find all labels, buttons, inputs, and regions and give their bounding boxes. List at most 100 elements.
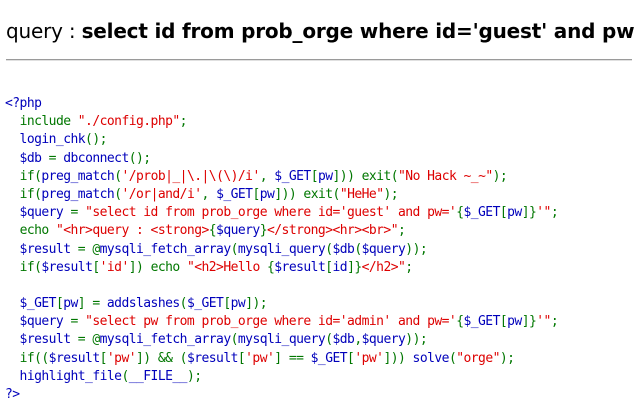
code-token: , [201, 186, 217, 202]
code-token: $result [186, 350, 238, 366]
code-token [5, 169, 20, 184]
code-line: $query = "select pw from prob_orge where… [5, 313, 559, 331]
code-token: ]) && ( [136, 350, 187, 366]
code-line: $db = dbconnect(); [5, 150, 558, 168]
code-token: pw [63, 296, 78, 312]
code-token: 'pw' [106, 350, 137, 366]
code-token: ( [230, 241, 239, 257]
code-token: '/prob|_|\.|\(\)/i' [121, 168, 260, 184]
code-token: '" [536, 314, 551, 330]
code-line: login_chk(); [5, 131, 558, 149]
code-token: ])) exit( [274, 186, 340, 202]
code-token: $result [48, 350, 100, 366]
code-token: preg_match [41, 186, 115, 202]
code-token: (); [85, 132, 107, 148]
code-token: pw [507, 205, 522, 221]
code-token: [ [347, 350, 355, 366]
code-token: if( [19, 168, 42, 184]
code-token: $db [332, 241, 355, 257]
code-token: $result [5, 332, 78, 348]
code-token: $result [5, 241, 78, 257]
code-token: $query [5, 314, 71, 330]
code-token: 'pw' [245, 350, 275, 366]
code-token: $_GET [186, 296, 224, 312]
query-text: select id from prob_orge where id='guest… [81, 19, 635, 43]
code-token: ]) echo [128, 259, 187, 275]
code-token: mysqli_fetch_array [99, 241, 232, 257]
code-token: mysqli_query [237, 332, 326, 348]
code-token: $db [332, 332, 355, 348]
code-token: = [48, 150, 64, 166]
code-token: echo [19, 223, 56, 239]
code-token: $result [274, 259, 326, 275]
code-token: preg_match [41, 168, 115, 184]
code-token [5, 223, 20, 238]
code-token: = @ [77, 241, 100, 257]
code-token: $query [5, 205, 71, 221]
code-token: pw [259, 186, 275, 202]
code-token: login_chk [5, 132, 86, 148]
code-token: if(( [19, 350, 50, 366]
code-token: [ [223, 296, 231, 312]
code-line: $result = @mysqli_fetch_array(mysqli_que… [5, 241, 558, 259]
code-token: ])) [383, 350, 413, 366]
code-token: ); [492, 168, 508, 184]
code-token: ?> [5, 387, 20, 402]
code-token: ; [179, 114, 188, 130]
code-token: { [456, 314, 464, 330]
highlighted-source-code: <?php include "./config.php"; login_chk(… [5, 95, 559, 404]
code-token: $query [361, 332, 406, 348]
code-token: pw [230, 296, 246, 312]
code-token: { [208, 223, 217, 239]
code-token: 'pw' [354, 350, 384, 366]
code-token: ); [499, 350, 515, 366]
code-token: "<hr>query : <strong> [55, 223, 209, 239]
code-token [5, 260, 20, 275]
code-token: solve [412, 350, 450, 366]
code-token: id [332, 259, 348, 275]
code-token: $_GET [216, 186, 253, 202]
code-token: = @ [77, 332, 100, 348]
code-token: { [267, 259, 275, 275]
code-token: "HeHe" [339, 186, 384, 202]
code-line: if(preg_match('/prob|_|\.|\(\)/i', $_GET… [5, 168, 558, 186]
code-token: ])) exit( [332, 168, 399, 184]
code-token: $_GET [463, 314, 500, 330]
code-line: ?> [5, 386, 558, 404]
code-token: ( [325, 332, 333, 348]
code-token: "select id from prob_orge where id='gues… [85, 205, 457, 221]
code-token: if( [19, 186, 42, 202]
code-token: = [70, 314, 86, 330]
code-line [5, 277, 558, 295]
code-token: ; [405, 259, 413, 275]
code-token: )); [405, 332, 428, 348]
code-token: $db [5, 150, 49, 166]
code-line: if(($result['pw']) && ($result['pw'] == … [5, 350, 558, 368]
code-token: ] = [77, 296, 107, 312]
code-token: if( [19, 259, 42, 275]
code-token: $result [41, 259, 93, 275]
code-token: ]} [521, 314, 537, 330]
code-token: $query [361, 241, 406, 257]
code-token: (); [128, 150, 151, 166]
code-token: } [259, 223, 268, 239]
code-token: [ [92, 259, 100, 275]
code-token: [ [325, 259, 333, 275]
horizontal-rule [6, 59, 632, 61]
code-token: $_GET [5, 296, 57, 312]
code-token: ( [448, 350, 457, 366]
code-line: <?php [5, 95, 558, 113]
code-token: , [259, 168, 275, 184]
code-token: '/or|and/i' [121, 186, 202, 202]
code-token: [ [499, 205, 508, 221]
code-token: pw [317, 168, 333, 184]
code-token [5, 114, 20, 129]
code-token: __FILE__ [128, 368, 188, 384]
code-token: ); [186, 368, 202, 384]
code-token: dbconnect [63, 150, 129, 166]
code-token: "select pw from prob_orge where id='admi… [85, 314, 457, 330]
code-token: ; [550, 314, 559, 330]
code-token: "No Hack ~_~" [398, 168, 493, 184]
code-token: mysqli_fetch_array [99, 332, 232, 348]
query-output: query : select id from prob_orge where i… [6, 19, 635, 43]
